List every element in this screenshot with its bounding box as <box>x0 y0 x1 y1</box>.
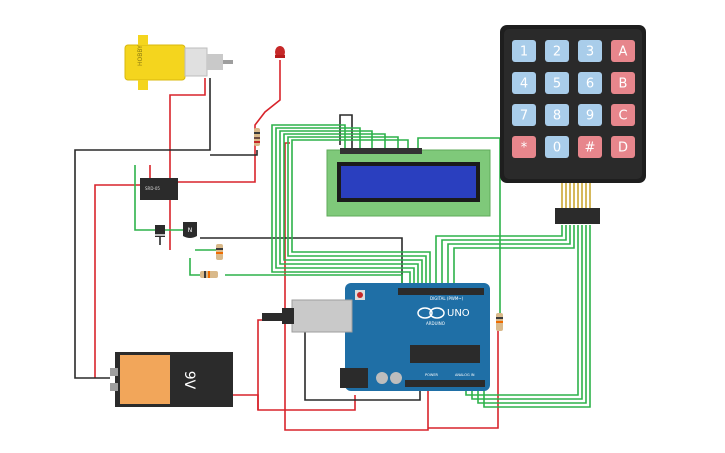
wire-motor-black <box>74 78 211 379</box>
wire-key-6 <box>471 225 583 400</box>
wire-lcd-red <box>284 142 429 431</box>
battery-9v[interactable]: 9V <box>110 352 233 407</box>
wire-lcd-black <box>339 114 353 150</box>
keypad-key-label: B <box>619 77 628 92</box>
resistor-bottom[interactable] <box>200 271 218 278</box>
wire-key-4 <box>453 225 575 290</box>
led[interactable] <box>275 46 285 58</box>
arduino-analog-label: ANALOG IN <box>455 373 475 377</box>
wire-lcd-green-5 <box>287 136 427 290</box>
lcd-display[interactable] <box>326 148 491 217</box>
keypad-key-label: A <box>619 45 628 60</box>
wire-battery-red <box>94 184 150 378</box>
relay[interactable]: SRD-05 <box>140 178 178 200</box>
diode[interactable] <box>155 225 165 237</box>
keypad-key-label: # <box>585 141 596 156</box>
keypad-key[interactable] <box>578 40 602 62</box>
lcd-pins <box>340 148 422 154</box>
wire-lcd-green-7 <box>417 137 501 315</box>
wire-key-1 <box>435 225 563 290</box>
keypad-key-label: 1 <box>520 45 528 60</box>
keypad-key-label: 5 <box>553 77 561 92</box>
keypad-key[interactable] <box>611 136 635 158</box>
resistor-right[interactable] <box>496 313 503 331</box>
wire-key-2 <box>441 225 567 290</box>
arduino-brand: ARDUINO <box>426 321 445 326</box>
keypad-key-label: D <box>618 141 628 156</box>
wire-key-7 <box>477 225 587 404</box>
keypad-key[interactable] <box>512 72 536 94</box>
svg-text:SRD-05: SRD-05 <box>145 186 160 191</box>
wire-motor-red <box>169 78 206 250</box>
wire-gnd-black <box>304 302 421 401</box>
battery-label: 9V <box>181 371 197 390</box>
keypad-key[interactable] <box>611 104 635 126</box>
keypad-key-label: 9 <box>586 109 594 124</box>
keypad-key[interactable] <box>578 72 602 94</box>
keypad-keys: 1 2 3 A 4 5 6 B 7 8 9 C * 0 # D <box>512 40 635 158</box>
keypad-key[interactable] <box>611 40 635 62</box>
keypad[interactable]: 1 2 3 A 4 5 6 B 7 8 9 C * 0 # D <box>500 25 646 224</box>
dc-motor[interactable]: HOBBY <box>124 35 233 90</box>
keypad-key-label: * <box>521 141 528 156</box>
wire-lcd-green-6 <box>291 139 431 290</box>
keypad-key[interactable] <box>545 136 569 158</box>
keypad-key[interactable] <box>578 136 602 158</box>
wire-res-black <box>210 150 258 156</box>
svg-text:N: N <box>188 227 193 234</box>
keypad-key-label: 8 <box>553 109 561 124</box>
transistor[interactable]: N <box>183 222 197 238</box>
keypad-key-label: 0 <box>553 141 561 156</box>
keypad-key[interactable] <box>578 104 602 126</box>
keypad-key[interactable] <box>512 136 536 158</box>
keypad-key[interactable] <box>545 40 569 62</box>
motor-label: HOBBY <box>137 45 144 66</box>
keypad-key[interactable] <box>545 104 569 126</box>
keypad-key-label: C <box>618 109 627 124</box>
wire-jack-red <box>257 319 268 410</box>
wires <box>74 60 591 431</box>
keypad-key[interactable] <box>545 72 569 94</box>
wire-lcd-green-1 <box>271 124 411 290</box>
wire-key-3 <box>447 225 571 290</box>
keypad-key-label: 6 <box>586 77 594 92</box>
resistor-led[interactable] <box>254 128 260 146</box>
arduino-uno[interactable]: ARDUINO UNO DIGITAL (PWM~) POWER ANALOG … <box>262 283 490 391</box>
keypad-key[interactable] <box>611 72 635 94</box>
keypad-key-label: 4 <box>520 77 528 92</box>
arduino-digital-label: DIGITAL (PWM~) <box>430 296 464 301</box>
resistor-base[interactable] <box>216 244 223 260</box>
keypad-key[interactable] <box>512 104 536 126</box>
keypad-key-label: 2 <box>553 45 561 60</box>
wire-res-red <box>428 320 499 429</box>
keypad-ribbon <box>561 183 591 208</box>
wire-relay-green <box>134 165 185 231</box>
keypad-key[interactable] <box>512 40 536 62</box>
keypad-key-label: 3 <box>586 45 594 60</box>
wire-key-8 <box>483 225 591 408</box>
arduino-power-label: POWER <box>425 373 439 377</box>
keypad-key-label: 7 <box>520 109 528 124</box>
arduino-model: UNO <box>447 308 470 319</box>
